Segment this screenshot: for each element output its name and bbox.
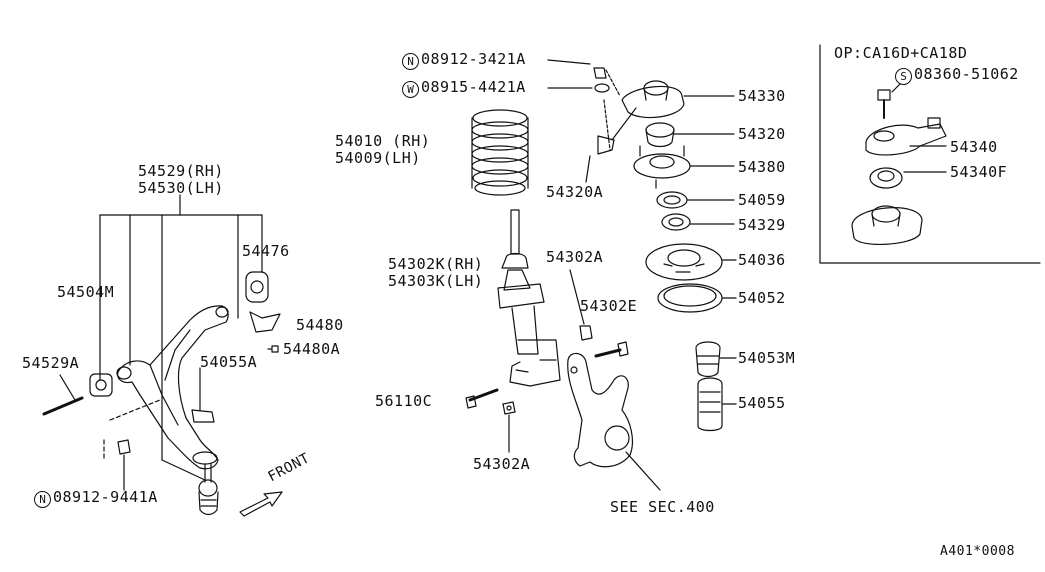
mount-54380 [633, 145, 735, 189]
label-54320A: 54320A [546, 183, 604, 201]
spring-seat-54036 [645, 243, 737, 281]
label-54329: 54329 [738, 216, 786, 234]
label-54504M: 54504M [57, 283, 115, 301]
insulator-54052 [657, 283, 737, 313]
bolt-08360-51062 [877, 83, 901, 119]
w-circle-icon: W [402, 81, 419, 98]
label-54320: 54320 [738, 125, 786, 143]
upper-mount-54330 [621, 80, 735, 119]
label-54302K: 54302K(RH) [388, 255, 484, 273]
bump-stop-54053M [695, 341, 737, 378]
part-number: 08912-9441A [53, 488, 158, 506]
label-54530: 54530(LH) [138, 179, 224, 197]
label-54480A: 54480A [283, 340, 341, 358]
label-54059: 54059 [738, 191, 786, 209]
label-diagram-code: A401*0008 [940, 544, 1015, 559]
label-54055A: 54055A [200, 353, 258, 371]
arm-bushing-54529A [42, 373, 113, 416]
bushing-54320 [645, 122, 735, 148]
dust-cover-54055 [697, 377, 737, 432]
bracket-54480 [249, 311, 281, 333]
label-54055: 54055 [738, 394, 786, 412]
label-54340F: 54340F [950, 163, 1008, 181]
s-circle-icon: S [895, 68, 912, 85]
label-54380: 54380 [738, 158, 786, 176]
bolt-56110C [465, 388, 499, 409]
nut-08912-9441A [117, 439, 131, 491]
ball-joint [198, 463, 219, 516]
label-54330: 54330 [738, 87, 786, 105]
label-54302E: 54302E [580, 297, 638, 315]
seat-54329 [661, 213, 735, 231]
front-arrow [239, 491, 283, 517]
label-54302A-bottom: 54302A [473, 455, 531, 473]
coil-spring [471, 109, 529, 196]
n-circle-icon: N [34, 491, 51, 508]
label-54010: 54010 (RH) [335, 132, 431, 150]
bushing-54476 [245, 271, 269, 303]
mount-54340 [865, 117, 947, 156]
label-option-header: OP:CA16D+CA18D [834, 44, 968, 62]
washer-08915-4421A [547, 83, 610, 93]
steering-knuckle [567, 352, 661, 491]
label-54053M: 54053M [738, 349, 796, 367]
guide-54330 [603, 69, 621, 151]
label-54303K: 54303K(LH) [388, 272, 484, 290]
label-54009: 54009(LH) [335, 149, 421, 167]
part-number: 08912-3421A [421, 50, 526, 68]
base-mount-option [851, 205, 923, 245]
label-54529: 54529(RH) [138, 162, 224, 180]
lower-control-arm [116, 305, 229, 470]
label-54476: 54476 [242, 242, 290, 260]
bracket-54320A [585, 135, 615, 183]
dashed-guide [103, 399, 161, 461]
strut-assembly [497, 209, 561, 387]
plate-54055A [191, 409, 215, 423]
label-54052: 54052 [738, 289, 786, 307]
nut-54302A-lower [502, 401, 516, 453]
part-number: 08915-4421A [421, 78, 526, 96]
bolt-54302E [594, 341, 629, 358]
label-56110C: 56110C [375, 392, 433, 410]
nut-54302A-upper [569, 269, 593, 341]
nut-08912-3421A [547, 59, 607, 79]
label-54036: 54036 [738, 251, 786, 269]
n-circle-icon: N [402, 53, 419, 70]
bushing-54340F [869, 167, 947, 189]
bolt-54480A [267, 345, 279, 353]
option-box [819, 44, 1041, 264]
label-54480: 54480 [296, 316, 344, 334]
bearing-54059 [656, 191, 735, 209]
label-see-sec: SEE SEC.400 [610, 498, 715, 516]
label-54529A: 54529A [22, 354, 80, 372]
label-54340: 54340 [950, 138, 998, 156]
label-54302A-top: 54302A [546, 248, 604, 266]
lower-arm-bracket-lines [99, 194, 263, 481]
part-number: 08360-51062 [914, 65, 1019, 83]
